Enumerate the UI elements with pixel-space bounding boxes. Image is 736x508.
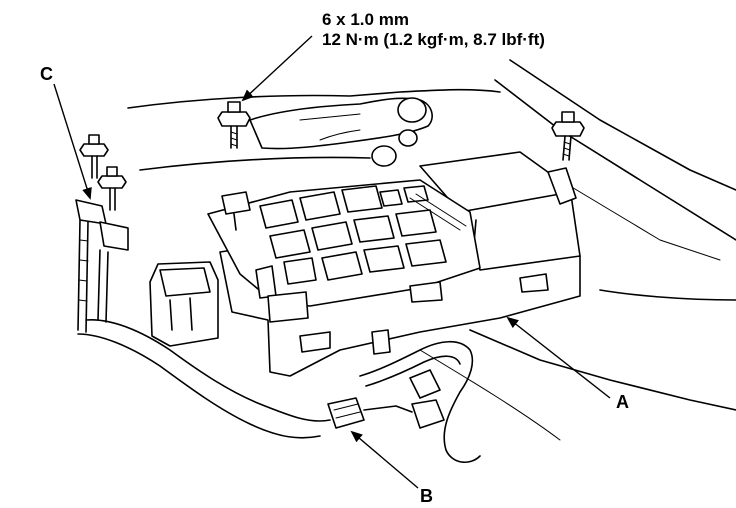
- callout-b-leader: [350, 430, 419, 489]
- callout-a-label: A: [616, 392, 629, 412]
- bolt-left-1: [79, 134, 109, 179]
- bolt-size-label: 6 x 1.0 mm: [322, 10, 409, 29]
- bolt-right: [551, 111, 585, 161]
- callout-c-label: C: [40, 64, 53, 84]
- bolt-top: [217, 101, 251, 149]
- upper-hose: [249, 97, 433, 167]
- bolt-left-2: [97, 166, 127, 211]
- callout-c-leader: [53, 83, 92, 200]
- callout-a-leader: [506, 316, 611, 399]
- body-panel: [127, 59, 736, 441]
- torque-spec-label: 12 N·m (1.2 kgf·m, 8.7 lbf·ft): [322, 30, 545, 49]
- spec-leader-line: [241, 35, 313, 102]
- under-hood-fuse-box: [207, 151, 581, 377]
- harness-left: [75, 199, 331, 439]
- fuse-blocks: [259, 185, 467, 285]
- harness-lower: [327, 340, 481, 463]
- relay-box: [149, 261, 219, 347]
- callout-b-label: B: [420, 486, 433, 506]
